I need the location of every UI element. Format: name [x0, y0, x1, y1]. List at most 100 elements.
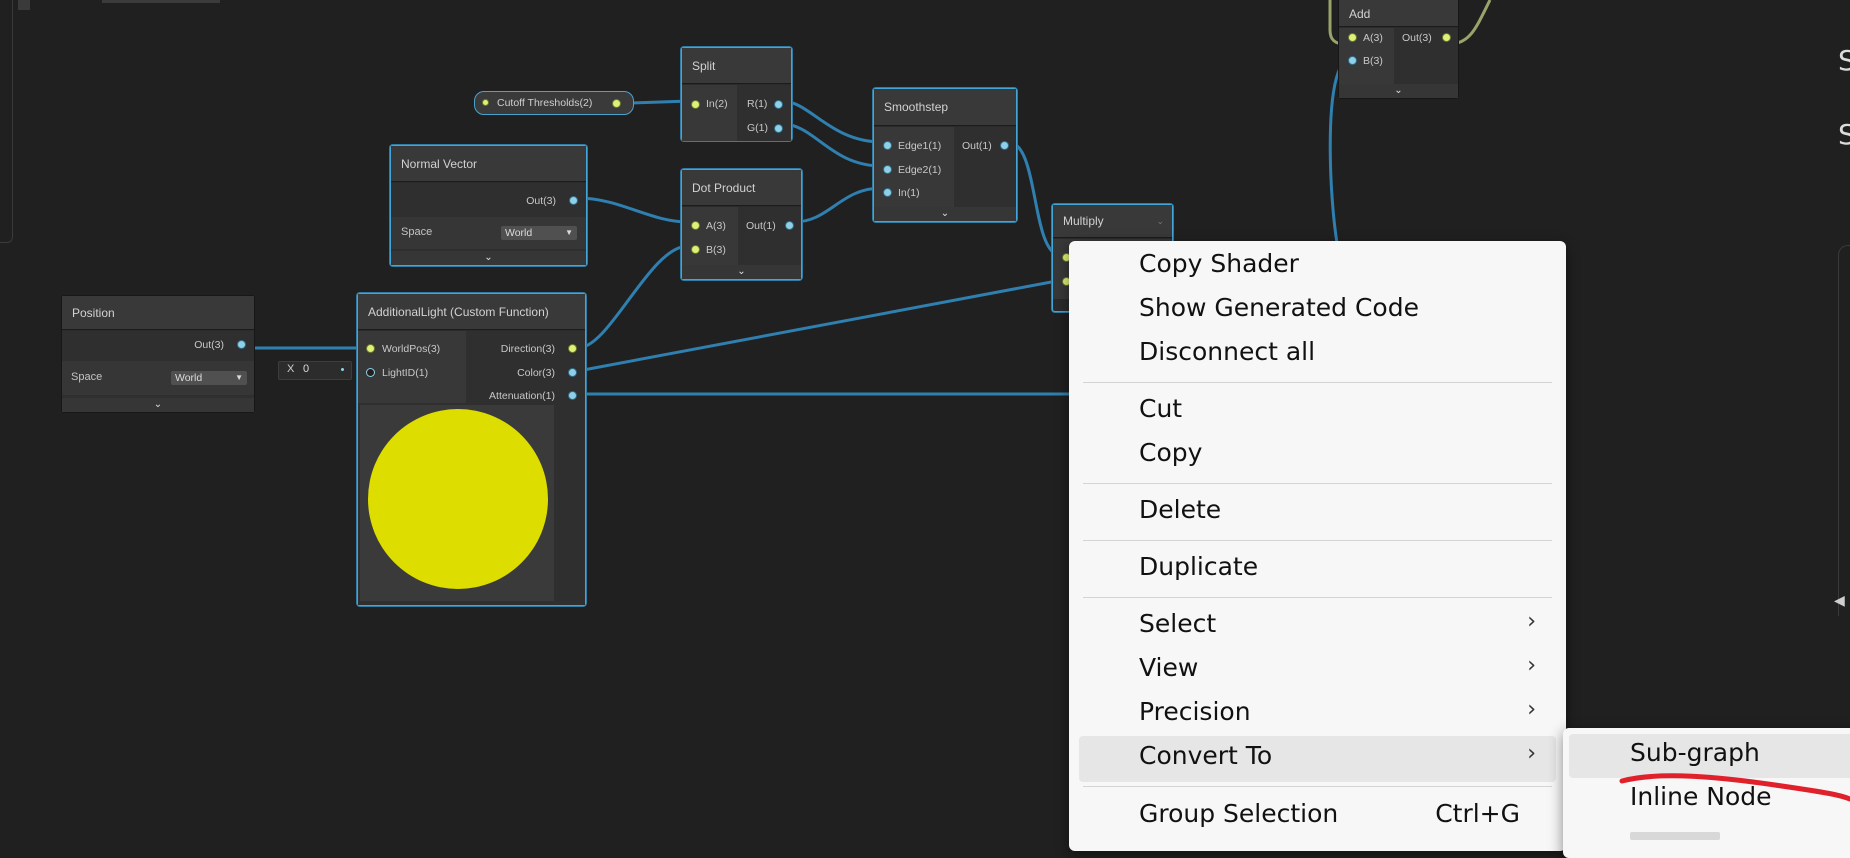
- additional-light-attenuation-port[interactable]: [569, 392, 576, 399]
- dot-product-body: A(3) B(3) Out(1): [682, 207, 801, 265]
- additional-light-lightid-port[interactable]: [367, 369, 374, 376]
- menu-item-select[interactable]: Select: [1139, 609, 1217, 638]
- normal-vector-node[interactable]: Normal Vector Out(3) Space World ▼ ⌄: [390, 145, 587, 266]
- normal-vector-out-port[interactable]: [570, 197, 577, 204]
- menu-item-cut[interactable]: Cut: [1139, 394, 1183, 423]
- position-space-dropdown[interactable]: World ▼: [171, 371, 247, 385]
- smoothstep-node[interactable]: Smoothstep Edge1(1) Edge2(1) In(1) Out(1…: [873, 88, 1017, 222]
- normal-vector-space-value: World: [505, 227, 533, 239]
- additional-light-lightid-label: LightID(1): [382, 367, 429, 379]
- normal-vector-space-row: Space World ▼: [391, 217, 586, 249]
- normal-vector-space-dropdown[interactable]: World ▼: [501, 226, 577, 240]
- menu-item-precision[interactable]: Precision: [1139, 697, 1251, 726]
- wire-normal-dot-a: [577, 196, 689, 224]
- additional-light-worldpos-port[interactable]: [367, 345, 374, 352]
- add-b-port[interactable]: [1349, 57, 1356, 64]
- menu-item-view[interactable]: View: [1139, 653, 1199, 682]
- split-body: In(2) R(1) G(1): [682, 85, 791, 141]
- additional-light-direction-port[interactable]: [569, 345, 576, 352]
- multiply-a-port[interactable]: [1063, 254, 1070, 261]
- add-out-port[interactable]: [1443, 34, 1450, 41]
- add-a-port[interactable]: [1349, 34, 1356, 41]
- additional-light-color-port[interactable]: [569, 369, 576, 376]
- dot-product-out-port[interactable]: [786, 222, 793, 229]
- position-collapse-chevron-icon[interactable]: ⌄: [62, 398, 254, 412]
- normal-vector-header[interactable]: Normal Vector: [391, 146, 586, 182]
- position-node[interactable]: Position Out(3) Space World ▼ ⌄: [61, 295, 255, 413]
- split-g-port[interactable]: [775, 125, 782, 132]
- cutoff-thresholds-property[interactable]: Cutoff Thresholds(2): [474, 91, 634, 115]
- additional-light-color-label: Color(3): [517, 367, 555, 379]
- sub-graph-highlight: [1569, 734, 1850, 778]
- dropdown-arrow-icon: ▼: [565, 228, 573, 237]
- add-collapse-chevron-icon[interactable]: ⌄: [1339, 84, 1458, 98]
- wire-cutoff-split: [631, 99, 691, 105]
- menu-separator: [1083, 597, 1552, 598]
- additional-light-input-column: [358, 331, 466, 403]
- position-space-label: Space: [71, 371, 103, 383]
- right-edge-letter-top: S: [1838, 44, 1850, 77]
- dropdown-arrow-icon: ▼: [235, 373, 243, 382]
- dot-product-collapse-chevron-icon[interactable]: ⌄: [682, 265, 801, 279]
- smoothstep-header[interactable]: Smoothstep: [874, 89, 1016, 126]
- dot-product-title: Dot Product: [692, 181, 756, 195]
- menu-item-duplicate[interactable]: Duplicate: [1139, 552, 1259, 581]
- select-submenu-chevron-icon: ›: [1527, 609, 1536, 634]
- menu-item-disconnect-all[interactable]: Disconnect all: [1139, 337, 1316, 366]
- context-menu: Copy Shader Show Generated Code Disconne…: [1069, 241, 1566, 851]
- lightid-field-value[interactable]: 0: [303, 363, 310, 375]
- split-in-port[interactable]: [692, 101, 699, 108]
- wire-color-multiply: [577, 278, 1063, 373]
- smoothstep-in-port[interactable]: [884, 189, 891, 196]
- split-header[interactable]: Split: [682, 48, 791, 84]
- add-title: Add: [1349, 7, 1371, 21]
- submenu-item-inline-node[interactable]: Inline Node: [1630, 782, 1772, 811]
- menu-item-delete[interactable]: Delete: [1139, 495, 1222, 524]
- smoothstep-collapse-chevron-icon[interactable]: ⌄: [874, 207, 1016, 221]
- lightid-field-x-label: X: [287, 363, 295, 375]
- menu-item-convert-to[interactable]: Convert To: [1139, 741, 1273, 770]
- split-r-port[interactable]: [775, 101, 782, 108]
- additional-light-body: WorldPos(3) LightID(1) Direction(3) Colo…: [358, 331, 585, 605]
- dot-product-a-port[interactable]: [692, 222, 699, 229]
- menu-item-show-generated-code[interactable]: Show Generated Code: [1139, 293, 1419, 322]
- menu-separator: [1083, 540, 1552, 541]
- dot-product-b-port[interactable]: [692, 246, 699, 253]
- multiply-header[interactable]: Multiply ⌄: [1053, 205, 1172, 238]
- submenu-item-sub-graph[interactable]: Sub-graph: [1630, 738, 1760, 767]
- normal-vector-collapse-chevron-icon[interactable]: ⌄: [391, 251, 586, 265]
- wire-direction-dot-b: [577, 244, 689, 350]
- additional-light-node[interactable]: AdditionalLight (Custom Function) WorldP…: [357, 293, 586, 606]
- right-edge-letter-bottom: S: [1838, 118, 1850, 151]
- position-header[interactable]: Position: [62, 296, 254, 330]
- menu-item-copy[interactable]: Copy: [1139, 438, 1203, 467]
- dot-product-header[interactable]: Dot Product: [682, 170, 801, 206]
- add-header[interactable]: Add: [1339, 0, 1458, 27]
- cutoff-out-port[interactable]: [613, 100, 620, 107]
- smoothstep-in-label: In(1): [898, 187, 920, 199]
- wire-multiply-add: [1328, 67, 1342, 244]
- position-space-row: Space World ▼: [62, 361, 254, 395]
- dot-product-a-label: A(3): [706, 220, 726, 232]
- right-edge-collapse-arrow-icon[interactable]: ◀: [1834, 592, 1845, 608]
- smoothstep-edge1-port[interactable]: [884, 142, 891, 149]
- position-out-port[interactable]: [238, 341, 245, 348]
- normal-vector-space-label: Space: [401, 226, 433, 238]
- submenu-item-partially-hidden: [1630, 832, 1720, 840]
- multiply-b-port[interactable]: [1063, 278, 1070, 285]
- view-submenu-chevron-icon: ›: [1527, 653, 1536, 678]
- split-r-label: R(1): [747, 98, 768, 110]
- additional-light-header[interactable]: AdditionalLight (Custom Function): [358, 294, 585, 330]
- smoothstep-edge2-port[interactable]: [884, 166, 891, 173]
- normal-vector-title: Normal Vector: [401, 157, 478, 171]
- lightid-input-field[interactable]: X 0: [278, 361, 352, 380]
- split-node[interactable]: Split In(2) R(1) G(1): [681, 47, 792, 141]
- add-node[interactable]: Add A(3) B(3) Out(3) ⌄: [1338, 0, 1459, 99]
- smoothstep-out-port[interactable]: [1001, 142, 1008, 149]
- menu-item-copy-shader[interactable]: Copy Shader: [1139, 249, 1299, 278]
- top-left-square: [18, 0, 30, 10]
- split-input-column: [682, 85, 737, 141]
- menu-item-group-selection[interactable]: Group Selection: [1139, 799, 1339, 828]
- menu-separator: [1083, 786, 1552, 787]
- dot-product-node[interactable]: Dot Product A(3) B(3) Out(1) ⌄: [681, 169, 802, 280]
